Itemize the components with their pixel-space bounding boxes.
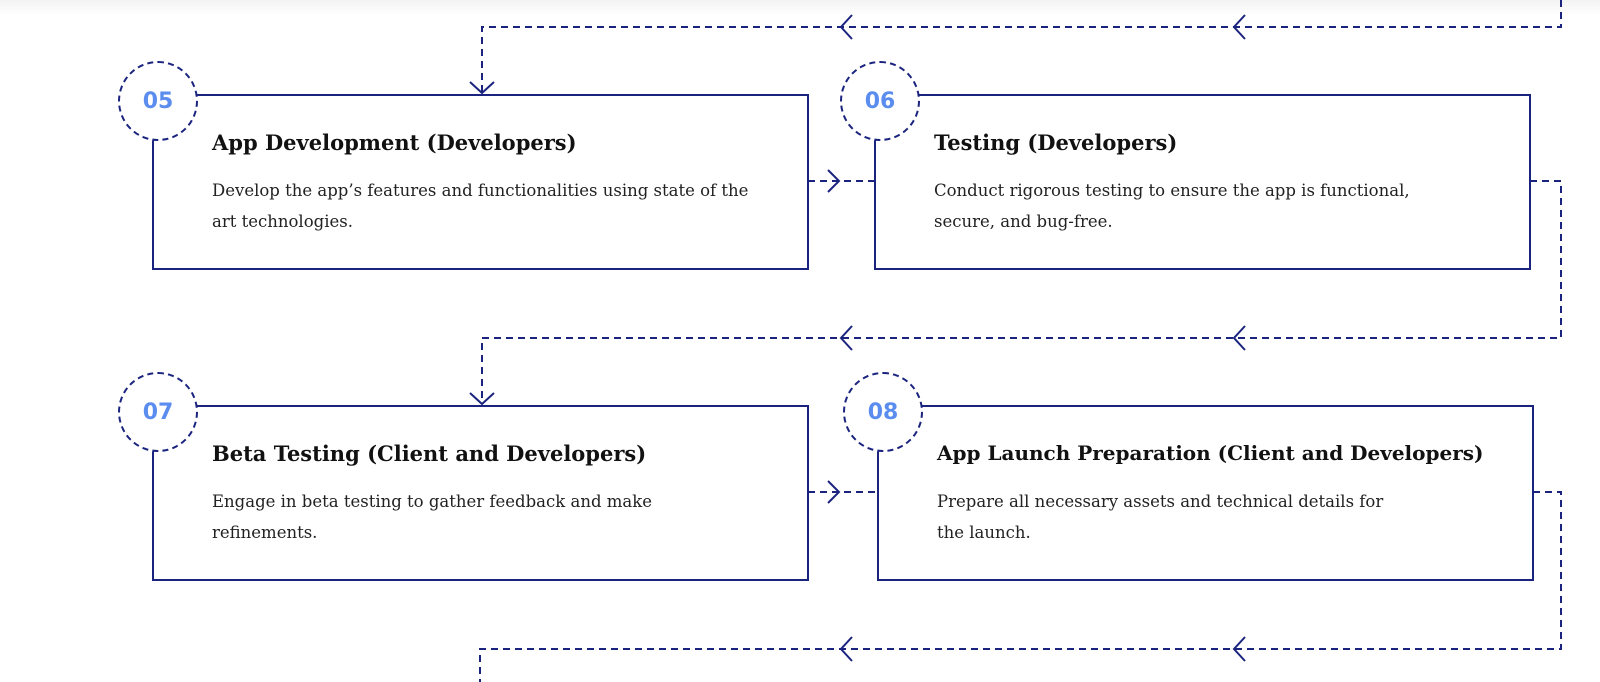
step-card-07 [152,405,809,581]
arrow-right-icon [827,169,841,193]
step-number-badge: 05 [118,61,198,141]
step-description: Conduct rigorous testing to ensure the a… [934,181,1410,231]
step-title: App Development (Developers) [212,130,577,155]
arrow-left-icon [839,14,853,40]
arrow-left-icon [1232,325,1246,351]
arrow-right-icon [827,480,841,504]
step-number-badge: 08 [843,372,923,452]
arrow-down-icon [469,392,495,406]
step-card-05 [152,94,809,270]
arrow-down-icon [469,81,495,95]
step-number-badge: 07 [118,372,198,452]
connector-06-to-07 [481,180,1562,403]
connector-from-step-08 [479,491,1562,682]
step-description: Engage in beta testing to gather feedbac… [212,492,652,542]
arrow-left-icon [839,325,853,351]
step-number-badge: 06 [840,61,920,141]
step-description: Develop the app’s features and functiona… [212,181,749,231]
step-description: Prepare all necessary assets and technic… [937,492,1384,542]
top-fade [0,0,1600,16]
arrow-left-icon [1232,14,1246,40]
step-title: Beta Testing (Client and Developers) [212,441,647,466]
step-title: Testing (Developers) [934,130,1178,155]
connector-into-step-05 [481,0,1562,92]
step-title: App Launch Preparation (Client and Devel… [937,441,1484,465]
step-card-08 [877,405,1534,581]
arrow-left-icon [839,636,853,662]
step-card-06 [874,94,1531,270]
arrow-left-icon [1232,636,1246,662]
